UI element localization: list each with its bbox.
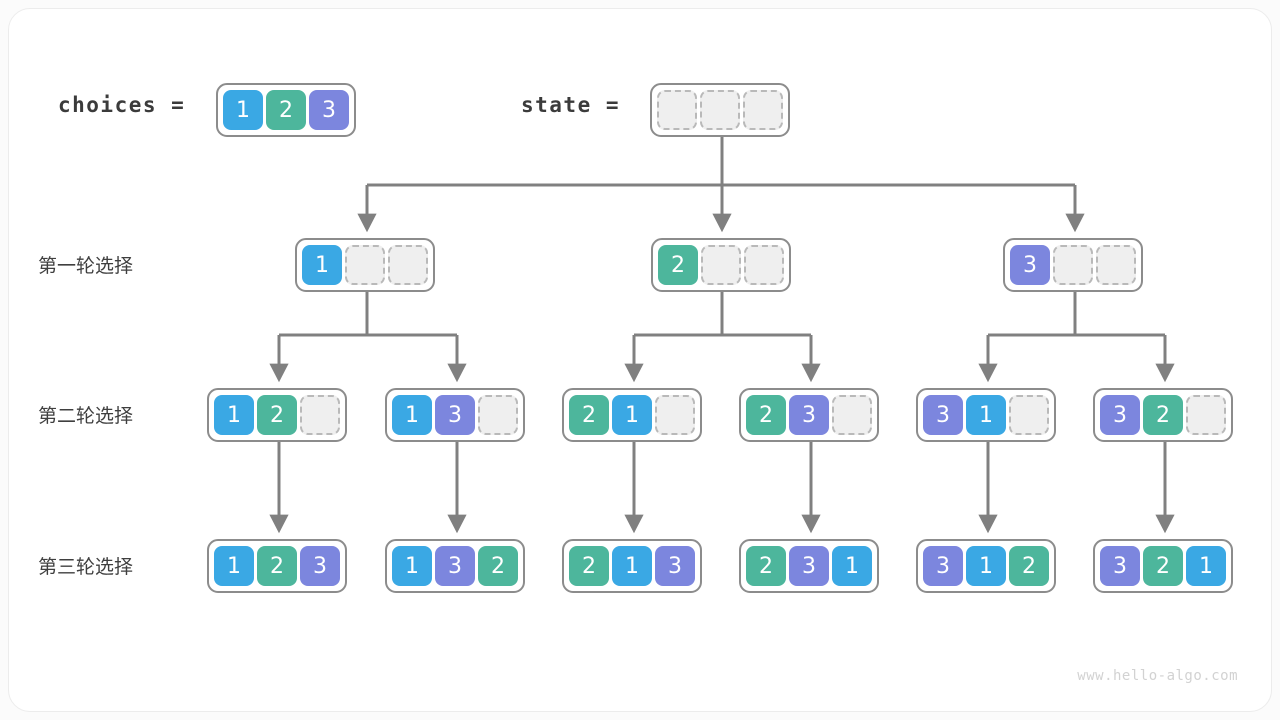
level3-node-5: 3 2 1 (1093, 539, 1233, 593)
level3-node-4: 3 1 2 (916, 539, 1056, 593)
level1-node-0-cell-1 (345, 245, 385, 285)
choices-cell-2: 3 (309, 90, 349, 130)
level3-node-1-cell-0: 1 (392, 546, 432, 586)
level3-node-3-cell-2: 1 (832, 546, 872, 586)
level3-node-1: 1 3 2 (385, 539, 525, 593)
level1-node-2-cell-0: 3 (1010, 245, 1050, 285)
level3-node-5-cell-1: 2 (1143, 546, 1183, 586)
choices-array: 1 2 3 (216, 83, 356, 137)
level3-node-0-cell-0: 1 (214, 546, 254, 586)
level3-node-3-cell-0: 2 (746, 546, 786, 586)
level3-node-0-cell-1: 2 (257, 546, 297, 586)
diagram-card (8, 8, 1272, 712)
level1-node-2-cell-2 (1096, 245, 1136, 285)
watermark: www.hello-algo.com (1077, 668, 1238, 684)
level3-node-3: 2 3 1 (739, 539, 879, 593)
level3-node-4-cell-2: 2 (1009, 546, 1049, 586)
level2-node-3-cell-1: 3 (789, 395, 829, 435)
level3-node-4-cell-1: 1 (966, 546, 1006, 586)
state-array (650, 83, 790, 137)
level3-node-3-cell-1: 3 (789, 546, 829, 586)
choices-cell-0: 1 (223, 90, 263, 130)
level2-node-5: 3 2 (1093, 388, 1233, 442)
level2-node-1-cell-1: 3 (435, 395, 475, 435)
level3-node-4-cell-0: 3 (923, 546, 963, 586)
level3-node-2-cell-2: 3 (655, 546, 695, 586)
state-cell-1 (700, 90, 740, 130)
level2-node-2-cell-0: 2 (569, 395, 609, 435)
level1-node-1-cell-0: 2 (658, 245, 698, 285)
level3-node-0-cell-2: 3 (300, 546, 340, 586)
level2-node-5-cell-0: 3 (1100, 395, 1140, 435)
level1-node-0-cell-2 (388, 245, 428, 285)
level2-node-3: 2 3 (739, 388, 879, 442)
level2-node-5-cell-2 (1186, 395, 1226, 435)
level2-node-0-cell-0: 1 (214, 395, 254, 435)
level2-node-4-cell-1: 1 (966, 395, 1006, 435)
level1-node-0-cell-0: 1 (302, 245, 342, 285)
level3-node-1-cell-2: 2 (478, 546, 518, 586)
level3-node-2-cell-0: 2 (569, 546, 609, 586)
level2-node-0: 1 2 (207, 388, 347, 442)
state-cell-2 (743, 90, 783, 130)
row-label-round-3: 第三轮选择 (38, 556, 134, 578)
level1-node-0: 1 (295, 238, 435, 292)
choices-cell-1: 2 (266, 90, 306, 130)
level3-node-2-cell-1: 1 (612, 546, 652, 586)
level2-node-4-cell-0: 3 (923, 395, 963, 435)
level1-node-2-cell-1 (1053, 245, 1093, 285)
level2-node-1-cell-0: 1 (392, 395, 432, 435)
level2-node-4: 3 1 (916, 388, 1056, 442)
level3-node-2: 2 1 3 (562, 539, 702, 593)
row-label-round-2: 第二轮选择 (38, 405, 134, 427)
level1-node-1-cell-2 (744, 245, 784, 285)
level2-node-5-cell-1: 2 (1143, 395, 1183, 435)
level2-node-2-cell-1: 1 (612, 395, 652, 435)
level3-node-0: 1 2 3 (207, 539, 347, 593)
level3-node-1-cell-1: 3 (435, 546, 475, 586)
level2-node-3-cell-0: 2 (746, 395, 786, 435)
level3-node-5-cell-2: 1 (1186, 546, 1226, 586)
level2-node-0-cell-1: 2 (257, 395, 297, 435)
level2-node-2: 2 1 (562, 388, 702, 442)
level2-node-0-cell-2 (300, 395, 340, 435)
level2-node-1-cell-2 (478, 395, 518, 435)
choices-label: choices = (58, 93, 186, 117)
row-label-round-1: 第一轮选择 (38, 255, 134, 277)
level1-node-1: 2 (651, 238, 791, 292)
level1-node-1-cell-1 (701, 245, 741, 285)
level2-node-4-cell-2 (1009, 395, 1049, 435)
state-label: state = (521, 93, 621, 117)
level3-node-5-cell-0: 3 (1100, 546, 1140, 586)
level1-node-2: 3 (1003, 238, 1143, 292)
level2-node-1: 1 3 (385, 388, 525, 442)
state-cell-0 (657, 90, 697, 130)
level2-node-3-cell-2 (832, 395, 872, 435)
level2-node-2-cell-2 (655, 395, 695, 435)
